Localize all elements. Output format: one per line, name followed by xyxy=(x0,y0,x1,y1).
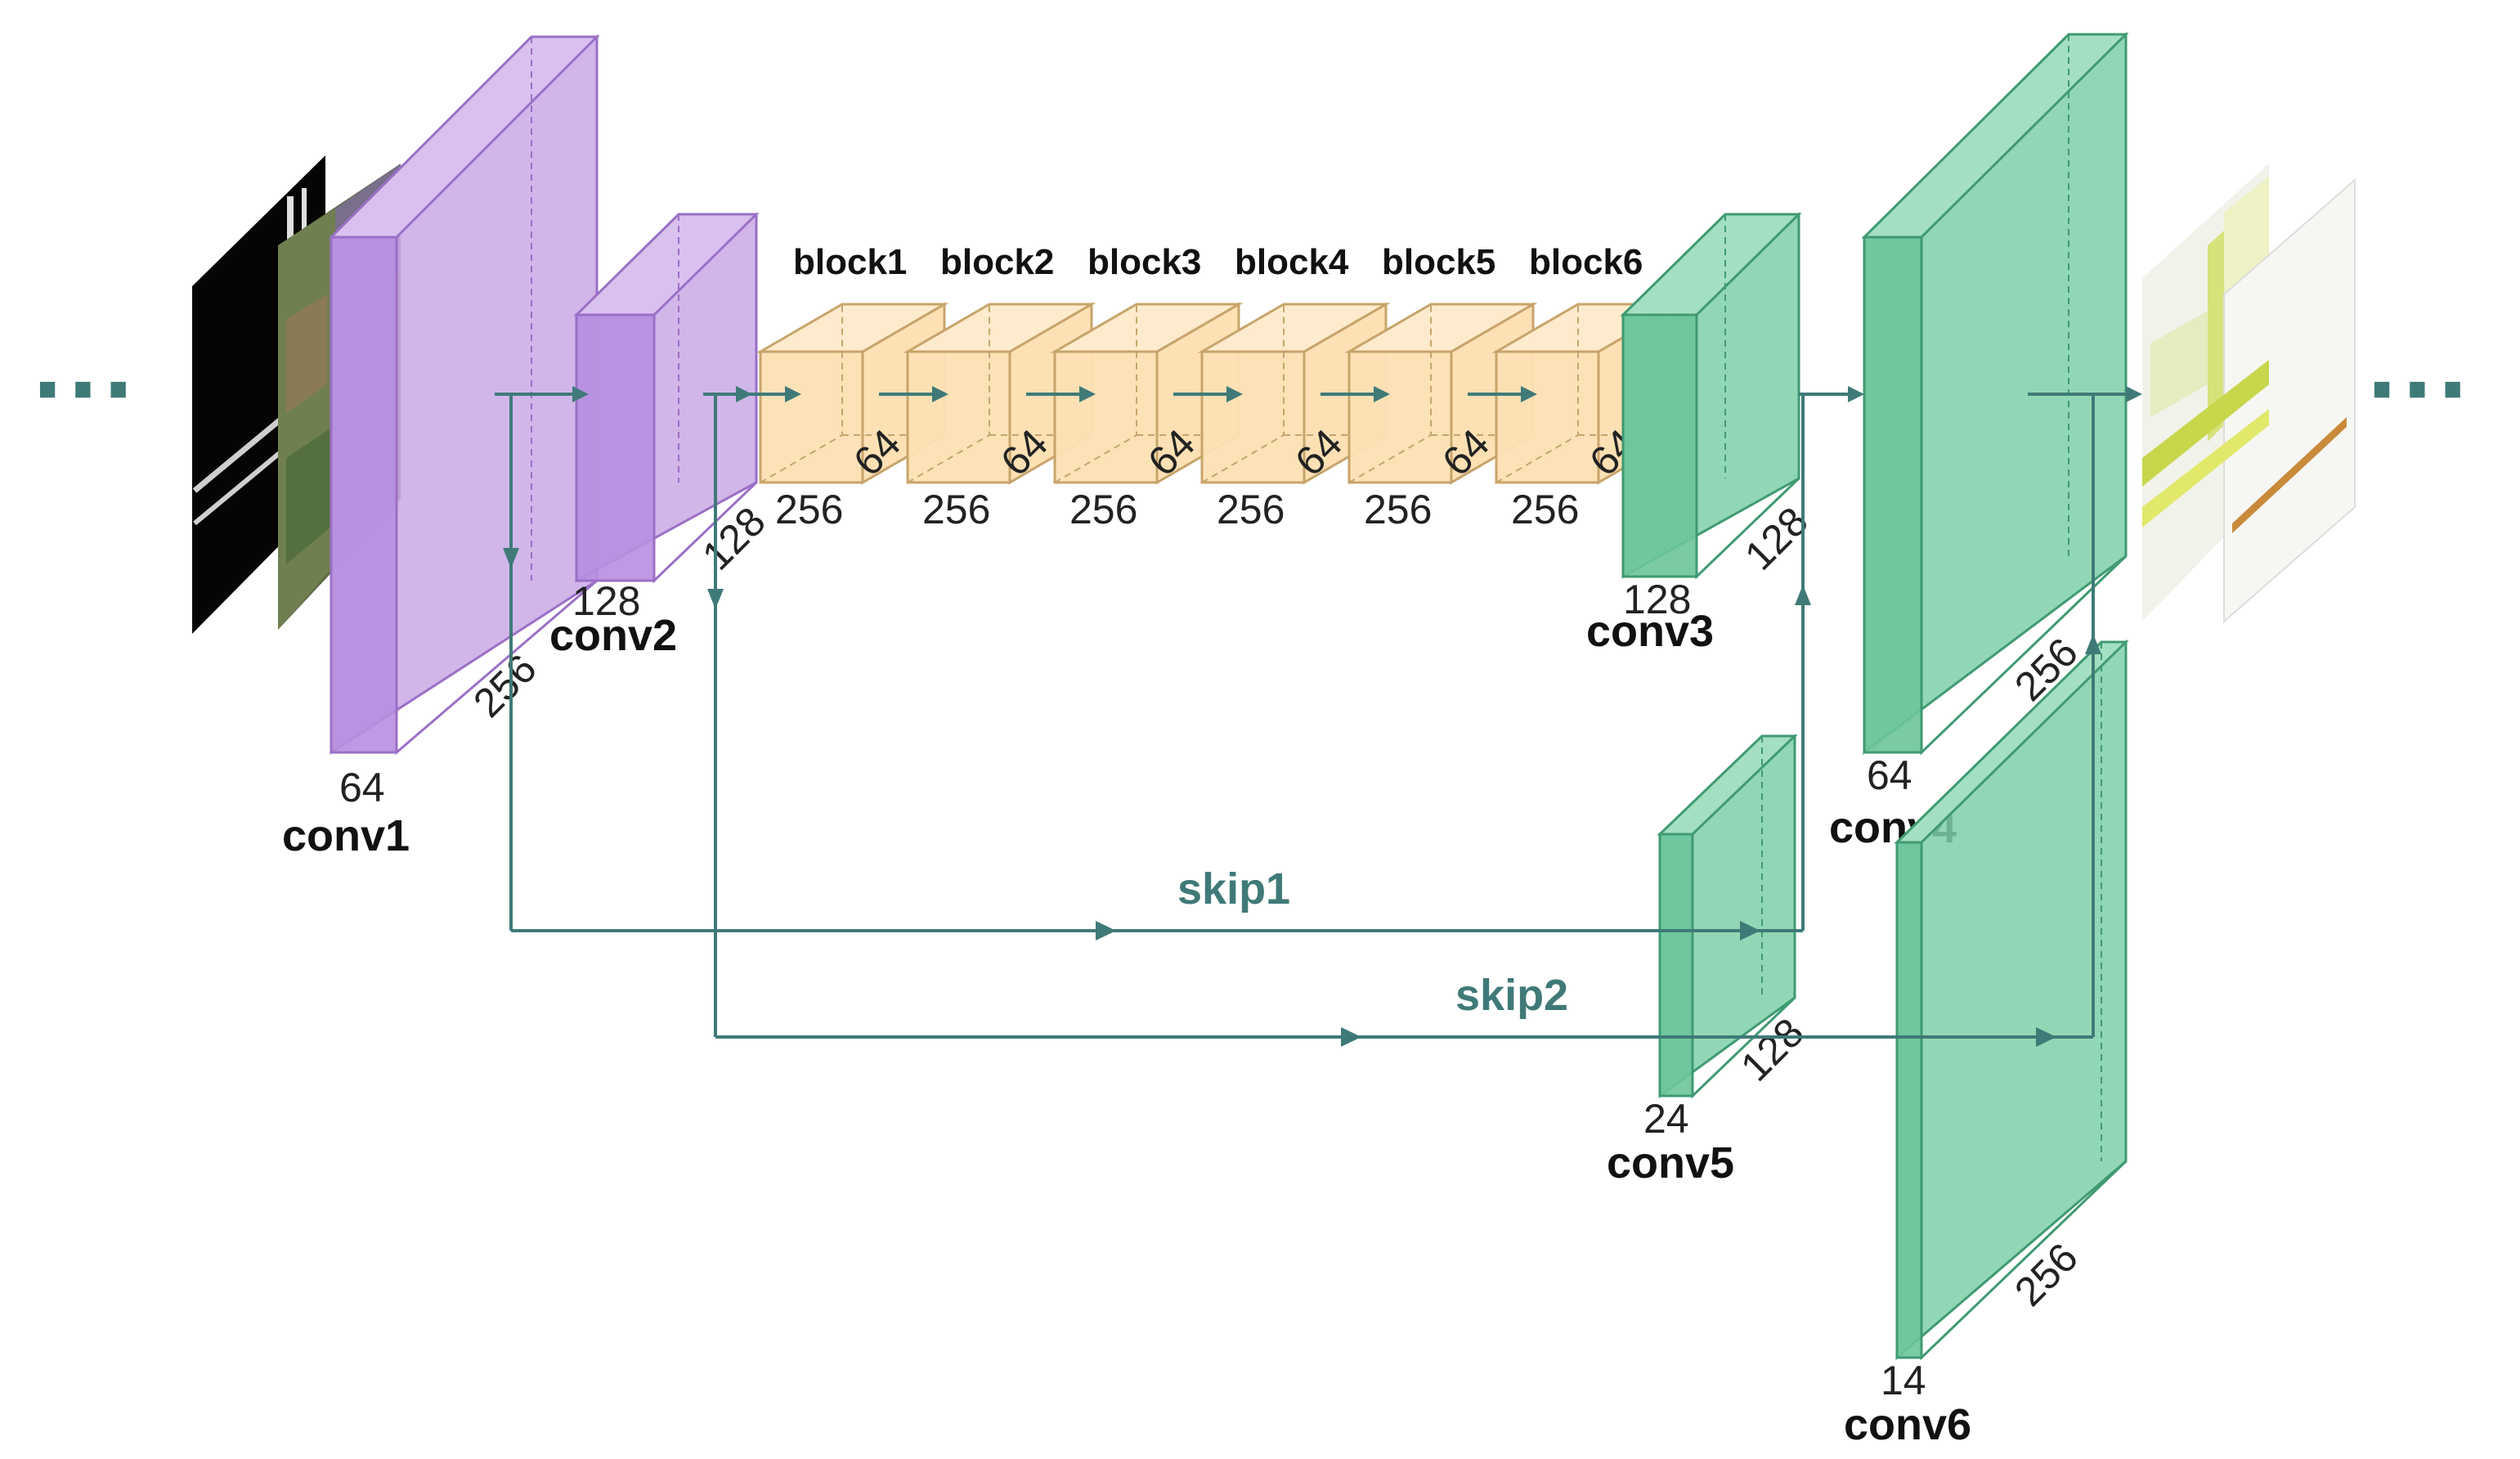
block4-channels-label: 256 xyxy=(1217,487,1285,532)
block3-channels-label: 256 xyxy=(1069,487,1137,532)
conv4-layer: 64 256 conv4 xyxy=(1829,31,2129,852)
right-ellipsis: ··· xyxy=(2367,329,2473,448)
conv3-channels-label: 128 xyxy=(1623,577,1691,622)
block3-title: block3 xyxy=(1087,242,1201,282)
conv6-layer: 14 256 conv6 xyxy=(1844,639,2129,1449)
conv2-layer: 128 128 conv2 xyxy=(549,212,774,660)
skip1-connection: skip1 xyxy=(503,394,1811,940)
block6-channels-label: 256 xyxy=(1511,487,1579,532)
block5-channels-label: 256 xyxy=(1364,487,1432,532)
conv1-title: conv1 xyxy=(282,811,410,860)
skip2-connection: skip2 xyxy=(707,394,2101,1047)
block1-channels-label: 256 xyxy=(775,487,843,532)
skip2-label: skip2 xyxy=(1455,971,1568,1020)
conv5-channels-label: 24 xyxy=(1643,1096,1689,1142)
block5-title: block5 xyxy=(1382,242,1495,282)
conv6-channels-label: 14 xyxy=(1881,1358,1926,1403)
conv1-channels-label: 64 xyxy=(339,765,385,810)
stacked-segmentation-output-icon xyxy=(2142,164,2356,624)
main-flow-arrows xyxy=(495,386,2142,402)
left-ellipsis: ··· xyxy=(33,329,139,448)
conv4-channels-label: 64 xyxy=(1867,752,1912,798)
block2-channels-label: 256 xyxy=(922,487,990,532)
block1-title: block1 xyxy=(793,242,907,282)
conv2-channels-label: 128 xyxy=(572,578,640,624)
conv3-title: conv3 xyxy=(1586,607,1714,656)
conv2-title: conv2 xyxy=(549,611,677,660)
residual-blocks: block125664block225664block325664block42… xyxy=(732,242,1685,532)
block4-title: block4 xyxy=(1235,242,1349,282)
conv5-title: conv5 xyxy=(1607,1138,1734,1187)
conv1-layer: 64 256 conv1 xyxy=(282,34,600,860)
conv6-title: conv6 xyxy=(1844,1400,1971,1449)
skip1-label: skip1 xyxy=(1177,864,1290,914)
block6-title: block6 xyxy=(1529,242,1643,282)
conv5-layer: 24 128 conv5 xyxy=(1607,734,1813,1187)
block2-title: block2 xyxy=(940,242,1054,282)
